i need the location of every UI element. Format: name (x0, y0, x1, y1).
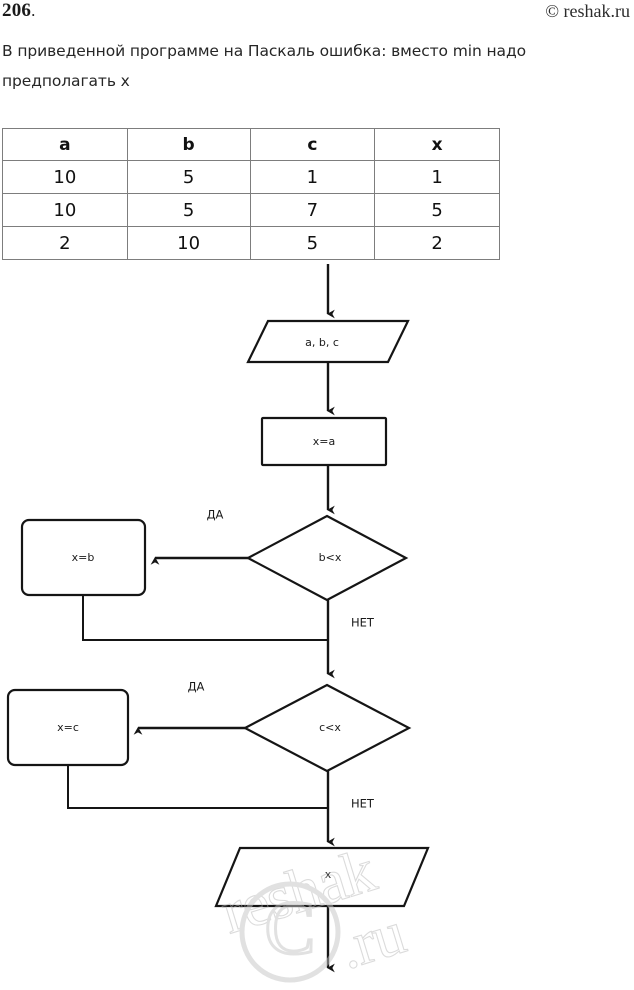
edge-assign-b-merge (82, 595, 328, 641)
table-cell: 7 (249, 193, 376, 227)
column-header-a: a (2, 128, 128, 161)
column-header-b: b (126, 128, 251, 161)
table-cell: 1 (249, 160, 376, 194)
edge-label-yes-c: ДА (188, 680, 205, 694)
trace-table: a b c x 10 5 1 1 10 5 7 5 2 10 5 2 (2, 128, 500, 260)
node-assign-c-label: x=c (57, 721, 79, 734)
copyright-notice: © reshak.ru (545, 1, 630, 21)
column-header-x: x (374, 128, 500, 161)
table-row: 2 10 5 2 (2, 226, 500, 260)
node-output-shape (214, 846, 430, 908)
edge-label-no-b: НЕТ (351, 616, 375, 630)
exercise-number: 206. (2, 0, 36, 22)
table-cell: 5 (126, 193, 251, 227)
table-cell: 5 (126, 160, 251, 194)
table-row: 10 5 7 5 (2, 193, 500, 227)
edge-assign-c-merge (67, 765, 328, 809)
table-header-row: a b c x (2, 128, 500, 161)
table-cell: 10 (126, 226, 251, 260)
exercise-number-dot: . (31, 1, 36, 20)
table-cell: 5 (249, 226, 376, 260)
table-cell: 10 (2, 160, 128, 194)
node-decision-b-label: b<x (319, 551, 342, 564)
table-cell: 10 (2, 193, 128, 227)
edge-label-yes-b: ДА (207, 508, 224, 522)
question-text: В приведенной программе на Паскаль ошибк… (2, 42, 526, 90)
node-assign-a-shape (260, 416, 388, 467)
node-input-label: a, b, c (305, 336, 339, 349)
table-cell: 2 (2, 226, 128, 260)
table-cell: 2 (374, 226, 500, 260)
flowchart-diagram: a, b, c x=a b<x ДА x=b НЕТ c<x ДА x=c НЕ… (0, 262, 634, 986)
node-decision-c-label: c<x (319, 721, 341, 734)
column-header-c: c (249, 128, 376, 161)
node-assign-a-label: x=a (313, 435, 335, 448)
node-output-label: x (325, 868, 332, 881)
node-assign-b-label: x=b (72, 551, 95, 564)
table-row: 10 5 1 1 (2, 160, 500, 194)
edge-label-no-c: НЕТ (351, 797, 375, 811)
table-cell: 5 (374, 193, 500, 227)
table-cell: 1 (374, 160, 500, 194)
node-input-shape (246, 319, 410, 364)
exercise-number-value: 206 (2, 0, 32, 21)
